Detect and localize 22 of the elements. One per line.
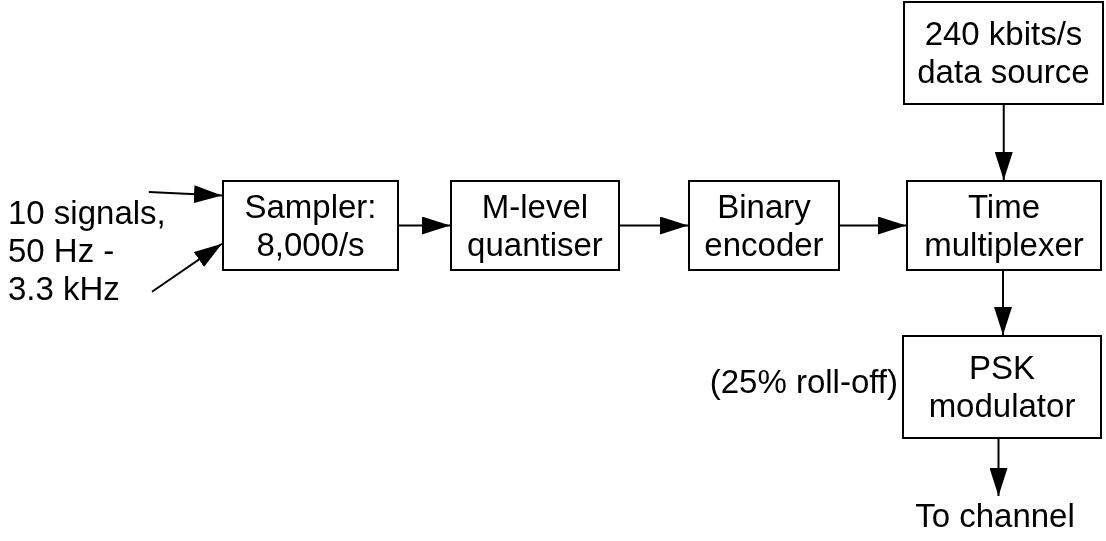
arrow xyxy=(398,216,451,235)
process-box xyxy=(688,180,840,271)
box-label: 240 kbits/s data source xyxy=(916,15,1091,91)
process-box xyxy=(903,1,1104,105)
side-note: (25% roll-off) xyxy=(709,363,898,401)
signal-label: To channel xyxy=(915,497,1075,535)
signal-label: 10 signals, 50 Hz - 3.3 kHz xyxy=(8,194,167,308)
box-label: M-level quantiser xyxy=(466,187,604,264)
box-label: Binary encoder xyxy=(703,187,825,264)
arrow xyxy=(994,270,1012,336)
process-box xyxy=(906,180,1102,271)
arrow xyxy=(994,104,1013,181)
process-box xyxy=(222,180,399,271)
arrow xyxy=(619,216,689,235)
arrow xyxy=(147,185,223,204)
box-label: Sampler: 8,000/s xyxy=(243,187,378,264)
box-label: PSK modulator xyxy=(927,349,1077,425)
arrow xyxy=(839,216,907,235)
arrow xyxy=(989,438,1008,497)
process-box xyxy=(450,180,620,271)
box-label: Time multiplexer xyxy=(923,187,1085,264)
arrow xyxy=(151,242,223,293)
